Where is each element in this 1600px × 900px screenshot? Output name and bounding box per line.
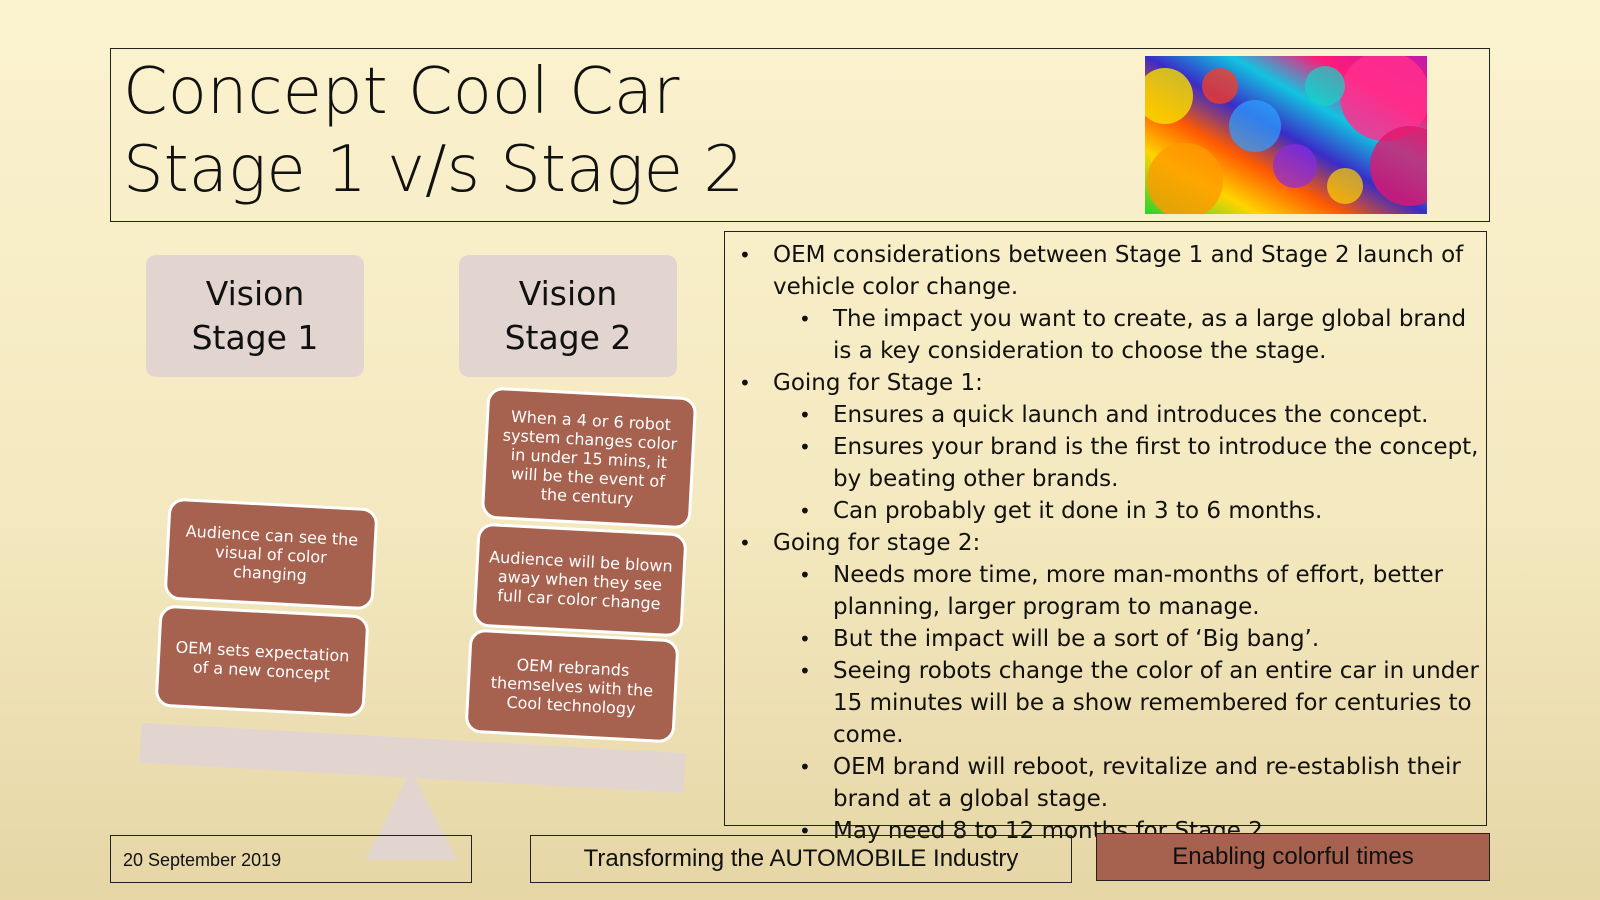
bullet-l2: Can probably get it done in 3 to 6 month… xyxy=(725,495,1486,527)
stage2-card-event-text: When a 4 or 6 robot system changes color… xyxy=(502,406,678,508)
bullet-l2: But the impact will be a sort of ‘Big ba… xyxy=(725,623,1486,655)
stage2-card-rebrand-text: OEM rebrands themselves with the Cool te… xyxy=(490,654,654,718)
stage2-card-rebrand: OEM rebrands themselves with the Cool te… xyxy=(464,628,680,744)
vision-stage-2: Vision Stage 2 xyxy=(459,255,677,377)
vision-stage-2-line1: Vision xyxy=(518,274,618,313)
stage1-card-oem-text: OEM sets expectation of a new concept xyxy=(175,637,350,684)
vision-stage-1: Vision Stage 1 xyxy=(146,255,364,377)
title-line-2: Stage 1 v/s Stage 2 xyxy=(123,133,745,207)
footer-title: Transforming the AUTOMOBILE Industry xyxy=(530,835,1072,883)
title-line-1: Concept Cool Car xyxy=(123,55,680,129)
bullet-l2: Needs more time, more man-months of effo… xyxy=(725,559,1486,623)
bullet-l2: OEM brand will reboot, revitalize and re… xyxy=(725,751,1486,815)
vision-stage-2-line2: Stage 2 xyxy=(504,318,632,357)
bullet-l2: Ensures your brand is the first to intro… xyxy=(725,431,1486,495)
vision-stage-1-line1: Vision xyxy=(205,274,305,313)
stage1-card-oem: OEM sets expectation of a new concept xyxy=(154,604,370,718)
stage2-card-audience-text: Audience will be blown away when they se… xyxy=(488,546,674,613)
bullet-l1: Going for stage 2: xyxy=(725,527,1486,559)
footer-date: 20 September 2019 xyxy=(110,835,472,883)
stage2-card-audience: Audience will be blown away when they se… xyxy=(472,522,688,638)
stage2-card-event: When a 4 or 6 robot system changes color… xyxy=(480,386,698,530)
bullet-l2: Seeing robots change the color of an ent… xyxy=(725,655,1486,751)
bullet-l1: Going for Stage 1: xyxy=(725,367,1486,399)
considerations-list: OEM considerations between Stage 1 and S… xyxy=(725,232,1486,847)
footer-tagline: Enabling colorful times xyxy=(1096,833,1490,881)
bullet-l2: Ensures a quick launch and introduces th… xyxy=(725,399,1486,431)
considerations-box: OEM considerations between Stage 1 and S… xyxy=(724,231,1487,847)
stage1-card-audience-text: Audience can see the visual of color cha… xyxy=(185,521,359,585)
bullet-l2: The impact you want to create, as a larg… xyxy=(725,303,1486,367)
stage1-card-audience: Audience can see the visual of color cha… xyxy=(163,497,379,611)
bullet-l1: OEM considerations between Stage 1 and S… xyxy=(725,239,1486,303)
title-box: Concept Cool Car Stage 1 v/s Stage 2 xyxy=(110,48,1490,222)
colorful-fractal-image xyxy=(1145,56,1427,214)
vision-stage-1-line2: Stage 1 xyxy=(191,318,319,357)
seesaw-fulcrum xyxy=(365,770,457,860)
